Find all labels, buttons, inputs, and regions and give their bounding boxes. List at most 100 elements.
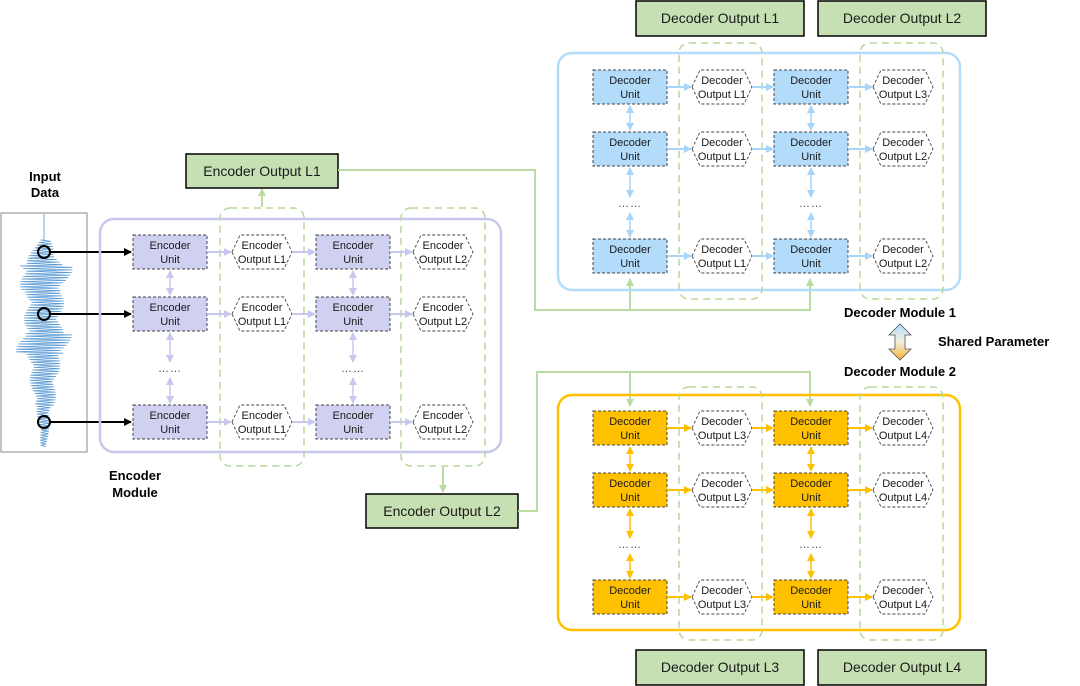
unit-label-line2: Unit [620,89,640,101]
unit-label-line2: Unit [801,151,821,163]
hex-label-line2: Output L4 [879,599,927,611]
unit-label-line2: Unit [620,430,640,442]
hex-label-line2: Output L1 [238,424,286,436]
ellipsis: …… [618,539,642,551]
input-title-line2: Data [31,185,60,200]
hex-label-line2: Output L2 [419,424,467,436]
decoder1-l2-group [859,42,944,300]
waveform-signal [16,214,73,448]
hex-label-line2: Output L3 [698,430,746,442]
encoder-module-label-line2: Module [112,485,158,500]
unit-label-line2: Unit [620,492,640,504]
unit-label-line2: Unit [801,599,821,611]
decoder2-l4-group [859,386,944,641]
encoder-module-label-line1: Encoder [109,468,161,483]
encoder-output-l1-box: Encoder Output L1 [185,153,339,207]
hex-label-line1: Decoder [701,478,743,490]
ellipsis: …… [341,363,365,375]
hex-label-line1: Encoder [242,302,283,314]
unit-label-line1: Encoder [150,240,191,252]
unit-label-line1: Encoder [150,302,191,314]
encoder-module-border [98,217,503,454]
hex-label-line2: Output L1 [698,258,746,270]
unit-label-line2: Unit [160,316,180,328]
shared-parameter-arrow-icon [888,323,912,361]
unit-label-line2: Unit [160,424,180,436]
unit-label-line2: Unit [620,151,640,163]
input-title-line1: Input [29,169,61,184]
unit-label-line1: Encoder [150,410,191,422]
hex-label-line1: Decoder [701,416,743,428]
unit-label-line1: Decoder [790,137,832,149]
hex-label-line2: Output L1 [238,316,286,328]
hex-label-line2: Output L1 [698,89,746,101]
hex-label-line1: Decoder [882,585,924,597]
decoder-output-l3-box: Decoder Output L3 [635,649,805,686]
hex-label-line2: Output L1 [698,151,746,163]
unit-label-line1: Decoder [609,244,651,256]
unit-label-line2: Unit [801,430,821,442]
encoder-output-l2-box: Encoder Output L2 [365,467,519,529]
encoder-l2-group [400,207,486,467]
hex-label-line1: Encoder [423,410,464,422]
decoder1-l1-group [678,42,763,300]
unit-label-line2: Unit [620,599,640,611]
hex-label-line1: Decoder [882,137,924,149]
hex-label-line2: Output L2 [419,254,467,266]
unit-label-line2: Unit [343,316,363,328]
hex-label-line2: Output L3 [698,492,746,504]
unit-label-line1: Encoder [333,240,374,252]
unit-label-line1: Decoder [790,416,832,428]
hex-label-line2: Output L1 [238,254,286,266]
hex-label-line2: Output L4 [879,430,927,442]
hex-label-line2: Output L2 [879,258,927,270]
hex-label-line1: Decoder [882,478,924,490]
unit-label-line1: Decoder [609,585,651,597]
hex-label-line2: Output L4 [879,492,927,504]
unit-label-line1: Decoder [609,478,651,490]
decoder-module-2-label: Decoder Module 2 [844,364,956,379]
encoder-output-l2-label: Encoder Output L2 [383,503,501,519]
ellipsis: …… [618,198,642,210]
unit-label-line2: Unit [343,254,363,266]
hex-label-line1: Encoder [242,240,283,252]
unit-label-line1: Decoder [609,75,651,87]
unit-label-line1: Decoder [609,137,651,149]
hex-label-line1: Encoder [242,410,283,422]
hex-label-line1: Decoder [882,244,924,256]
hex-label-line2: Output L2 [419,316,467,328]
ellipsis: …… [799,539,823,551]
hex-label-line1: Encoder [423,240,464,252]
decoder-output-l4-label: Decoder Output L4 [843,659,962,675]
shared-parameter-label: Shared Parameter [938,334,1049,349]
connector-enc-l1-to-dec1 [338,169,814,311]
decoder1-module-border [556,51,962,292]
hex-label-line2: Output L3 [879,89,927,101]
